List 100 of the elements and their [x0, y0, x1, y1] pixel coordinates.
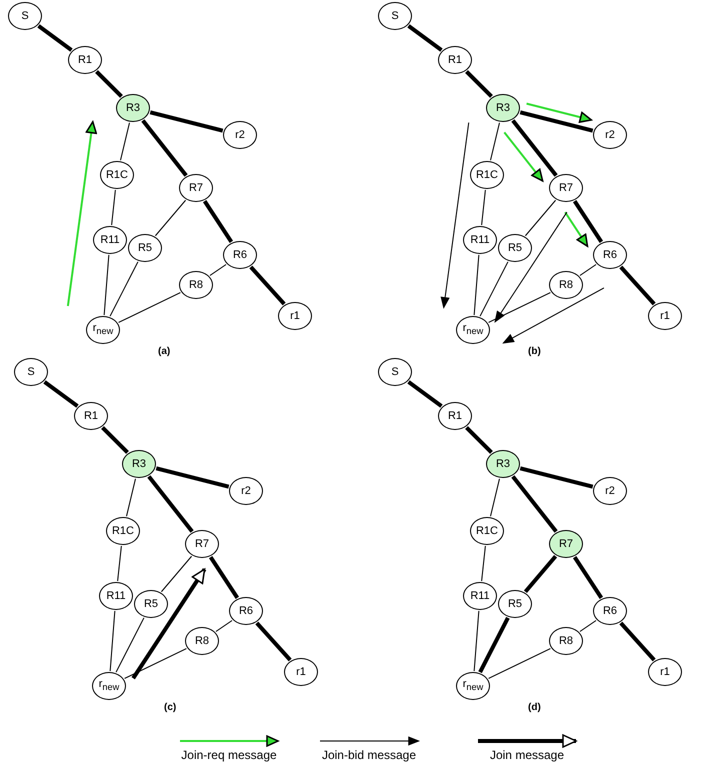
- router-node: R8: [179, 271, 213, 299]
- router-node: r$_{new}$: [86, 316, 120, 344]
- router-node: R1: [438, 46, 472, 74]
- router-node: R7: [549, 174, 583, 202]
- link-line: [255, 622, 292, 662]
- router-node: r2: [593, 121, 627, 149]
- link-line: [147, 475, 194, 533]
- message-arrow: [494, 212, 568, 322]
- link-line: [520, 466, 594, 489]
- link-line: [465, 426, 493, 454]
- router-node: R7: [549, 530, 583, 558]
- link-line: [118, 292, 181, 323]
- router-node: r$_{new}$: [92, 672, 126, 700]
- link-line: [488, 648, 551, 679]
- router-node: R5: [498, 590, 532, 618]
- router-node: R3: [122, 450, 156, 478]
- router-node: R5: [128, 234, 162, 262]
- link-line: [124, 648, 187, 679]
- router-node: R3: [486, 94, 520, 122]
- router-node: R6: [593, 597, 627, 625]
- link-line: [572, 200, 604, 243]
- link-line: [579, 620, 597, 632]
- link-line: [520, 110, 594, 133]
- link-line: [511, 119, 558, 177]
- router-node: r2: [223, 121, 257, 149]
- router-node: R1C: [470, 517, 504, 545]
- link-line: [208, 556, 240, 599]
- panel-label: (c): [164, 702, 176, 713]
- message-arrow: [564, 212, 588, 247]
- message-arrow: [503, 287, 604, 344]
- link-line: [111, 189, 116, 226]
- router-node: R1: [74, 402, 108, 430]
- message-arrow: [526, 102, 592, 123]
- panel-label: (b): [528, 346, 541, 357]
- link-line: [524, 200, 556, 236]
- link-line: [160, 556, 192, 592]
- link-line: [480, 261, 508, 317]
- router-node: r$_{new}$: [456, 316, 490, 344]
- router-node: R7: [179, 174, 213, 202]
- link-line: [524, 554, 558, 594]
- link-line: [202, 200, 234, 243]
- link-line: [572, 556, 604, 599]
- link-line: [95, 70, 123, 98]
- router-node: R8: [549, 627, 583, 655]
- router-node: S: [378, 2, 412, 30]
- router-node: R1C: [470, 161, 504, 189]
- message-arrow: [504, 132, 544, 182]
- router-node: S: [14, 358, 48, 386]
- router-node: R6: [229, 597, 263, 625]
- link-line: [120, 122, 130, 161]
- router-node: r2: [593, 477, 627, 505]
- link-line: [209, 264, 227, 276]
- link-line: [110, 261, 138, 317]
- message-arrow: [66, 121, 98, 306]
- router-node: R1C: [106, 517, 140, 545]
- link-line: [619, 622, 656, 662]
- link-line: [104, 254, 110, 316]
- link-line: [43, 380, 79, 408]
- router-node: R6: [593, 241, 627, 269]
- link-line: [215, 620, 233, 632]
- panel-label: (a): [158, 346, 170, 357]
- router-node: r1: [278, 302, 312, 330]
- router-node: R6: [223, 241, 257, 269]
- link-line: [488, 292, 551, 323]
- router-node: r2: [229, 477, 263, 505]
- link-line: [490, 122, 500, 161]
- link-line: [407, 24, 443, 52]
- link-line: [150, 110, 224, 133]
- legend-label: Join message: [488, 748, 566, 764]
- router-node: R5: [498, 234, 532, 262]
- link-line: [101, 426, 129, 454]
- router-node: S: [8, 2, 42, 30]
- router-node: R11: [463, 582, 497, 610]
- router-node: R1: [68, 46, 102, 74]
- legend-label: Join-bid message: [320, 748, 418, 764]
- link-line: [481, 545, 486, 582]
- router-node: R1: [438, 402, 472, 430]
- link-line: [474, 610, 480, 672]
- router-node: R7: [185, 530, 219, 558]
- link-line: [579, 264, 597, 276]
- router-node: S: [378, 358, 412, 386]
- router-node: R11: [99, 582, 133, 610]
- router-node: r$_{new}$: [456, 672, 490, 700]
- router-node: R1C: [100, 161, 134, 189]
- link-line: [126, 478, 136, 517]
- link-line: [249, 266, 286, 306]
- link-line: [478, 616, 510, 674]
- router-node: R3: [116, 94, 150, 122]
- link-line: [156, 466, 230, 489]
- router-node: R5: [134, 590, 168, 618]
- link-line: [619, 266, 656, 306]
- router-node: R8: [185, 627, 219, 655]
- link-line: [481, 189, 486, 226]
- link-line: [511, 475, 558, 533]
- router-node: R11: [463, 226, 497, 254]
- link-line: [490, 478, 500, 517]
- legend-label: Join-req message: [180, 748, 278, 764]
- link-line: [154, 200, 186, 236]
- link-line: [117, 545, 122, 582]
- router-node: r1: [648, 658, 682, 686]
